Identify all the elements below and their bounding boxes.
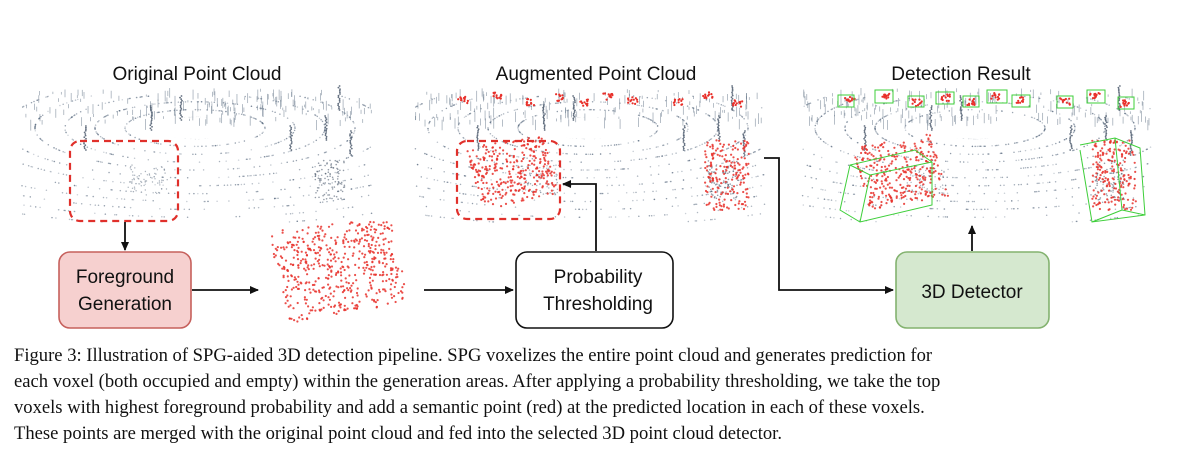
probability-thresholding-label-line2: Thresholding (543, 294, 653, 315)
augmented-area-dashed-box (455, 139, 562, 221)
probability-thresholding-box (515, 251, 674, 329)
foreground-generation-box (58, 251, 192, 329)
3d-detector-label: 3D Detector (921, 282, 1023, 303)
original-point-cloud-image (21, 85, 373, 223)
caption-line-2: each voxel (both occupied and empty) wit… (14, 371, 941, 392)
pipeline-arrows (121, 157, 976, 294)
title-detection-result: Detection Result (891, 64, 1031, 85)
title-original-point-cloud: Original Point Cloud (113, 64, 282, 85)
augmented-point-cloud-image (414, 85, 766, 223)
figure-caption: Figure 3: Illustration of SPG-aided 3D d… (14, 343, 1168, 447)
caption-line-3: voxels with highest foreground probabili… (14, 397, 925, 418)
caption-line-4: These points are merged with the origina… (14, 423, 782, 444)
arrow-thresholding-to-augmented (562, 180, 597, 251)
arrow-augmented-to-detector (764, 157, 894, 294)
detection-result-image (801, 85, 1152, 223)
foreground-generation-label-line2: Generation (78, 294, 172, 315)
generated-foreground-points (271, 220, 406, 323)
generation-area-dashed-box (68, 139, 180, 223)
title-augmented-point-cloud: Augmented Point Cloud (496, 64, 697, 85)
caption-line-1: Figure 3: Illustration of SPG-aided 3D d… (14, 345, 933, 366)
foreground-generation-label-line1: Foreground (76, 267, 174, 288)
3d-detector-box (895, 251, 1050, 329)
probability-thresholding-label-line1: Probability (554, 267, 643, 288)
